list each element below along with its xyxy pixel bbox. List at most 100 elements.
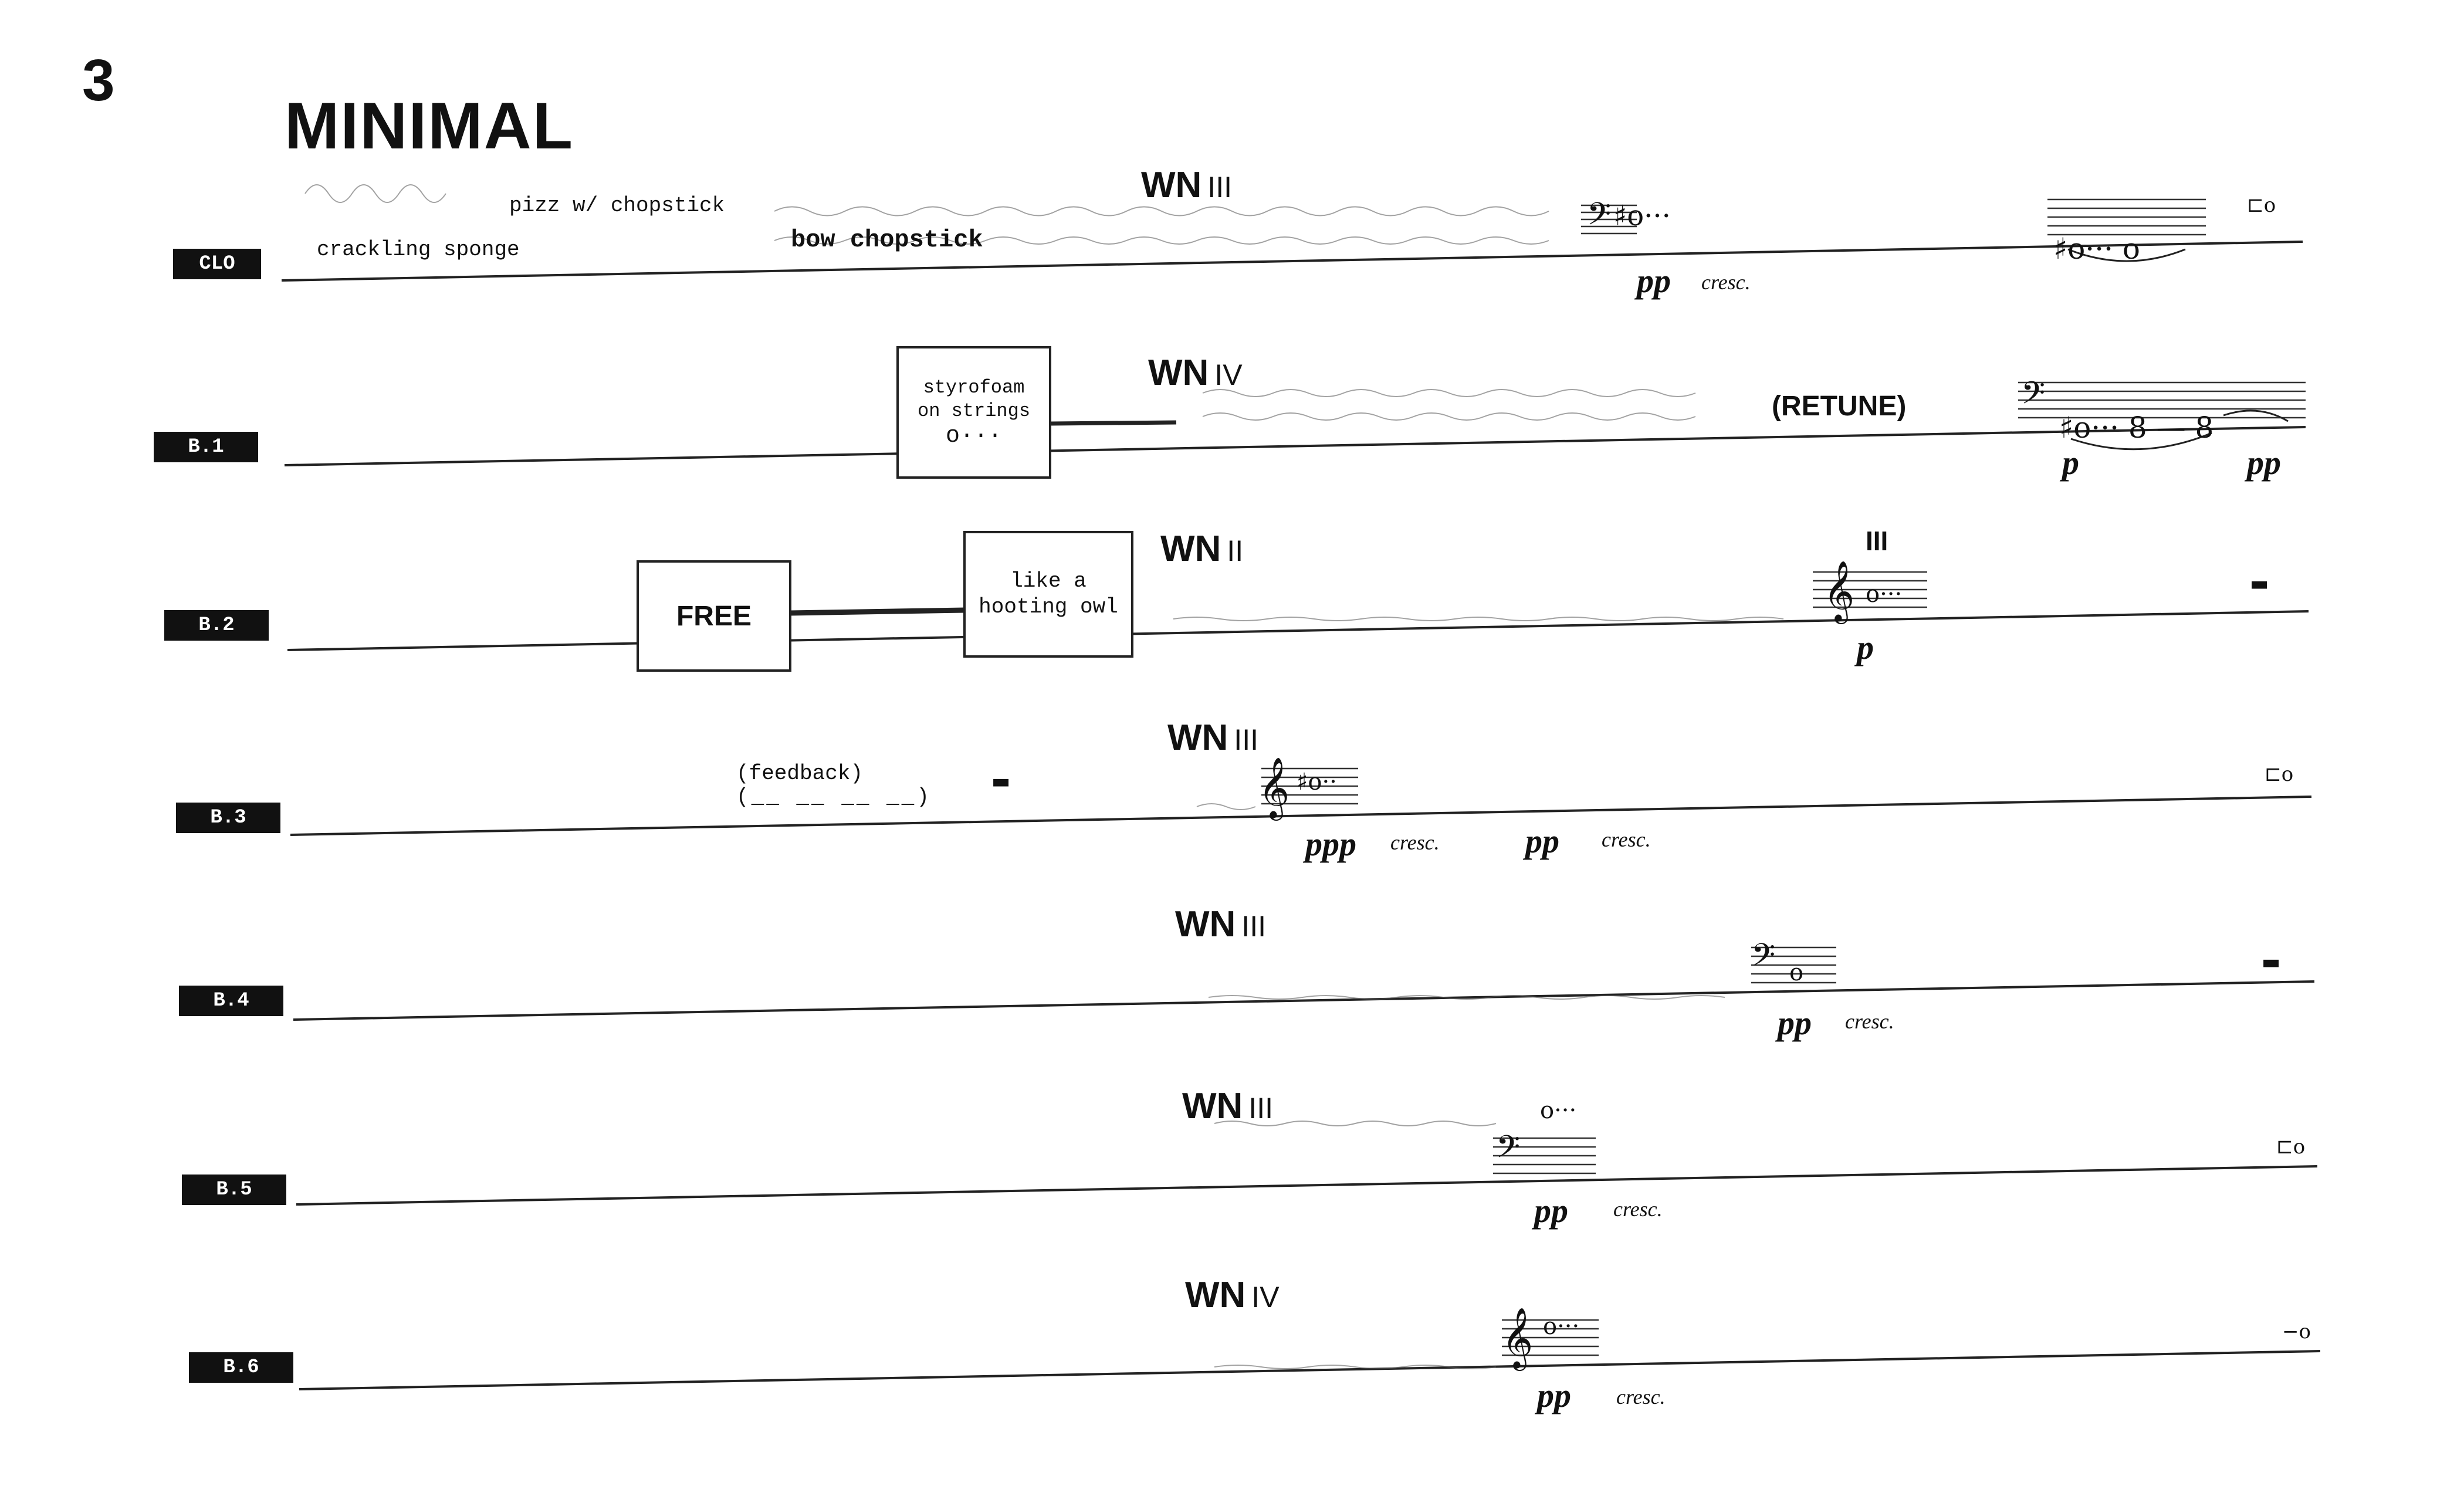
wn-technique: WN [1175, 904, 1236, 945]
b1-dynamic-2: pp [2247, 444, 2281, 482]
wn-technique: WN [1141, 165, 1202, 205]
staff-label-b3: B.3 [176, 803, 280, 833]
b4-cresc: cresc. [1845, 1010, 1894, 1033]
wn-string: III [1248, 1092, 1273, 1125]
b2-dynamic: p [1857, 628, 1874, 666]
wn-technique: WN [1160, 529, 1221, 569]
clo-tie [2067, 248, 2186, 262]
b3-treble-clef-icon: 𝄞 [1258, 757, 1290, 818]
clo-mini-staff [1581, 204, 1637, 235]
staff-label-b5: B.5 [182, 1175, 286, 1205]
clo-end-notes-icon: ♯o··· o [2053, 232, 2140, 266]
b5-mini-staff [1493, 1137, 1596, 1175]
wn-string: II [1227, 534, 1244, 567]
b1-box-connector [1051, 420, 1177, 426]
staff-line-b3 [290, 796, 2312, 836]
b5-bass-clef-icon: 𝄢 [1496, 1129, 1521, 1173]
b4-note-icon: o [1789, 959, 1804, 986]
staff-line-b2 [287, 610, 2309, 651]
staff-label-b6: B.6 [189, 1352, 293, 1383]
b6-treble-clef-icon: 𝄞 [1502, 1307, 1534, 1369]
b1-end-notes-icon: ♯o··· 8 — 8 [2059, 411, 2214, 445]
b3-feedback-label: (feedback) [736, 761, 864, 786]
b2-mini-staff [1813, 571, 1927, 608]
b3-feedback-bracket: (__ __ __ __) [736, 785, 932, 809]
page-title: MINIMAL [285, 89, 574, 163]
b2-end-mark-icon: ▬ [2250, 572, 2269, 595]
b3-cresc-2: cresc. [1602, 828, 1651, 851]
wn-technique: WN [1167, 717, 1228, 758]
b3-dynamic-2: pp [1525, 822, 1559, 860]
b2-note-icon: o··· [1866, 581, 1903, 608]
b1-tie [2070, 409, 2289, 451]
b5-cresc: cresc. [1613, 1197, 1663, 1221]
b3-mini-staff [1261, 767, 1358, 805]
b2-treble-clef-icon: 𝄞 [1823, 560, 1855, 622]
clo-pizz-instruction: pizz w/ chopstick [509, 194, 725, 218]
b6-mini-staff [1502, 1319, 1599, 1356]
clo-noise-texture [304, 184, 1549, 245]
b6-cresc: cresc. [1616, 1385, 1666, 1409]
b6-dynamic: pp [1537, 1376, 1571, 1414]
clo-end-mark-icon: ⊏o [2247, 194, 2276, 217]
wn-string: III [1241, 910, 1266, 943]
b2-owl-text: like a hooting owl [979, 569, 1118, 619]
b5-note-above-icon: o··· [1540, 1097, 1577, 1124]
clo-bow-instruction: bow chopstick [791, 226, 983, 254]
b5-end-mark-icon: ⊏o [2276, 1135, 2306, 1159]
b5-noise-texture [1214, 1121, 1497, 1126]
b3-cresc-1: cresc. [1390, 831, 1440, 854]
b4-end-mark-icon: ▬ [2262, 950, 2281, 974]
b2-free-text: FREE [676, 600, 752, 632]
clo-dynamic: pp [1637, 262, 1671, 300]
b3-noise-texture [1196, 803, 1256, 810]
b1-noise-texture [1202, 389, 1696, 421]
b3-feedback-mark-icon: ▬ [991, 770, 1011, 793]
staff-line-b4 [293, 980, 2315, 1021]
b1-bass-clef-icon: 𝄢 [2021, 375, 2046, 419]
staff-line-clo [281, 241, 2303, 282]
b4-dynamic: pp [1778, 1004, 1812, 1042]
wn-string: IV [1214, 358, 1243, 391]
b1-styrofoam-box: styrofoam on strings o··· [896, 346, 1051, 479]
staff-line-b6 [299, 1350, 2321, 1390]
b1-dynamic-1: p [2062, 444, 2079, 482]
b2-string-mark: III [1866, 526, 1888, 556]
b1-retune-instruction: (RETUNE) [1772, 391, 1907, 422]
page-number: 3 [82, 48, 115, 113]
wn-string: III [1207, 171, 1232, 204]
staff-label-clo: CLO [173, 249, 261, 279]
b3-note-icon: ♯o·· [1297, 769, 1337, 796]
wn-technique: WN [1182, 1086, 1243, 1126]
b6-note-icon: o··· [1543, 1313, 1580, 1340]
b2-noise-texture [1173, 617, 1784, 621]
b2-owl-box: like a hooting owl [963, 531, 1133, 658]
staff-label-b4: B.4 [179, 986, 283, 1016]
clo-cresc: cresc. [1701, 270, 1751, 294]
clo-bass-clef-icon: 𝄢 [1587, 197, 1612, 240]
b1-styrofoam-text: styrofoam on strings [917, 376, 1031, 422]
b3-end-mark-icon: ⊏o [2265, 763, 2294, 786]
clo-crackling-instruction: crackling sponge [317, 238, 520, 262]
staff-label-b1: B.1 [154, 432, 258, 462]
b4-bass-clef-icon: 𝄢 [1751, 937, 1776, 981]
b4-noise-texture [1208, 995, 1725, 1000]
b1-end-staff [2018, 381, 2306, 419]
b2-box-connector [788, 607, 966, 616]
wn-technique: WN [1185, 1275, 1246, 1315]
staff-line-b1 [284, 426, 2306, 466]
wn-string: III [1234, 723, 1258, 756]
b1-note-icon: o··· [945, 422, 1002, 449]
staff-label-b2: B.2 [164, 610, 269, 641]
wn-string: IV [1251, 1281, 1280, 1314]
b6-end-mark-icon: −o [2282, 1320, 2311, 1343]
b2-free-box: FREE [637, 560, 791, 672]
